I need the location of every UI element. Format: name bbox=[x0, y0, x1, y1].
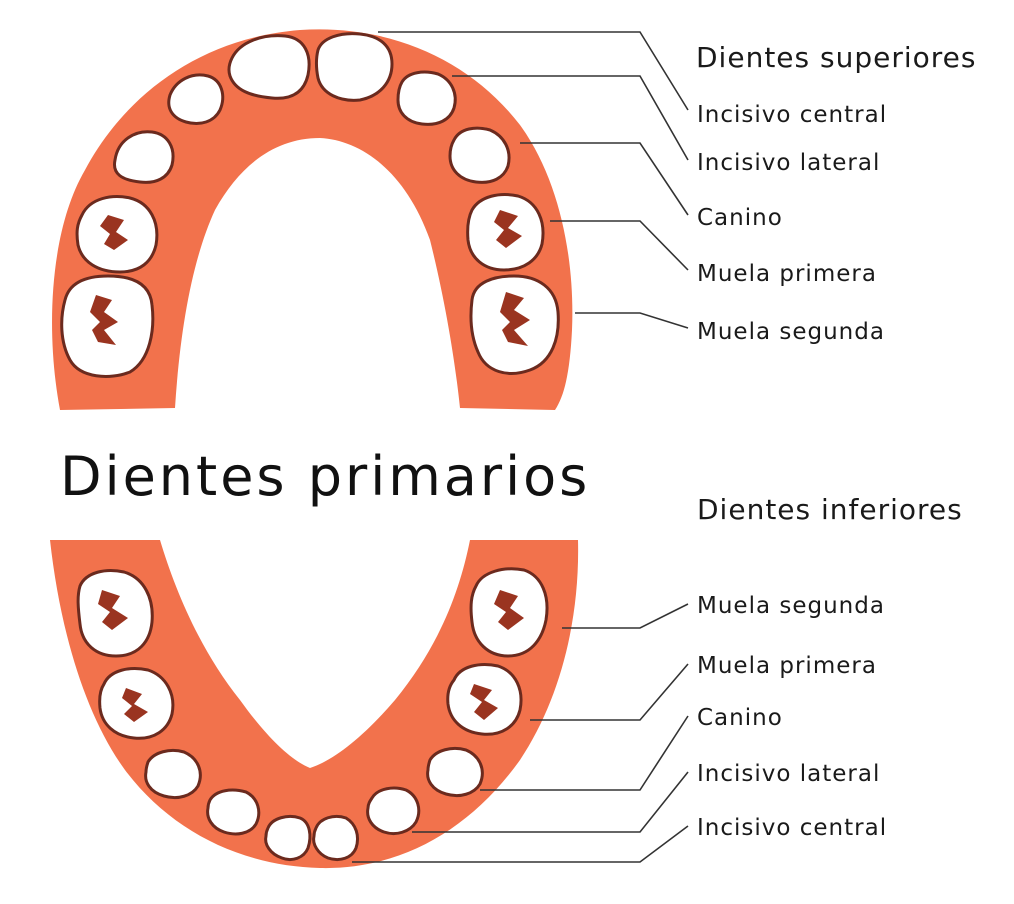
lower-arch bbox=[50, 540, 579, 869]
lower-label-first-molar: Muela primera bbox=[697, 653, 877, 679]
upper-right-first-molar bbox=[466, 193, 545, 272]
upper-right-second-molar bbox=[469, 274, 560, 375]
lower-right-first-molar bbox=[446, 663, 523, 736]
lower-label-central-incisor: Incisivo central bbox=[697, 815, 887, 841]
upper-label-first-molar: Muela primera bbox=[697, 261, 877, 287]
upper-left-first-molar bbox=[75, 195, 159, 274]
lower-left-first-molar bbox=[98, 667, 175, 740]
upper-right-central-incisor bbox=[315, 32, 394, 102]
lower-heading: Dientes inferiores bbox=[697, 493, 963, 526]
lower-left-canine bbox=[144, 748, 202, 800]
upper-right-canine bbox=[448, 126, 511, 184]
lower-left-lateral-incisor bbox=[206, 788, 261, 836]
upper-label-canine: Canino bbox=[697, 205, 783, 231]
upper-left-canine bbox=[112, 130, 175, 184]
lower-right-canine bbox=[426, 746, 484, 798]
lower-left-central-incisor bbox=[264, 814, 312, 862]
lower-label-second-molar: Muela segunda bbox=[697, 593, 885, 619]
upper-leader-lines bbox=[378, 31, 689, 329]
lower-leader-lines bbox=[352, 603, 689, 863]
lower-right-central-incisor bbox=[312, 814, 360, 862]
upper-left-second-molar bbox=[60, 274, 155, 378]
diagram-title: Dientes primarios bbox=[60, 445, 590, 508]
upper-label-second-molar: Muela segunda bbox=[697, 319, 885, 345]
lower-right-lateral-incisor bbox=[366, 786, 421, 836]
upper-left-lateral-incisor bbox=[167, 73, 225, 125]
upper-left-central-incisor bbox=[227, 34, 311, 100]
upper-gum bbox=[52, 29, 573, 410]
lower-right-second-molar bbox=[469, 567, 549, 658]
lower-left-second-molar bbox=[76, 569, 154, 658]
upper-label-lateral-incisor: Incisivo lateral bbox=[697, 150, 880, 176]
upper-label-central-incisor: Incisivo central bbox=[697, 102, 887, 128]
upper-right-lateral-incisor bbox=[396, 70, 457, 126]
upper-heading: Dientes superiores bbox=[696, 41, 976, 74]
lower-label-lateral-incisor: Incisivo lateral bbox=[697, 761, 880, 787]
upper-arch bbox=[52, 29, 573, 410]
lower-label-canine: Canino bbox=[697, 705, 783, 731]
